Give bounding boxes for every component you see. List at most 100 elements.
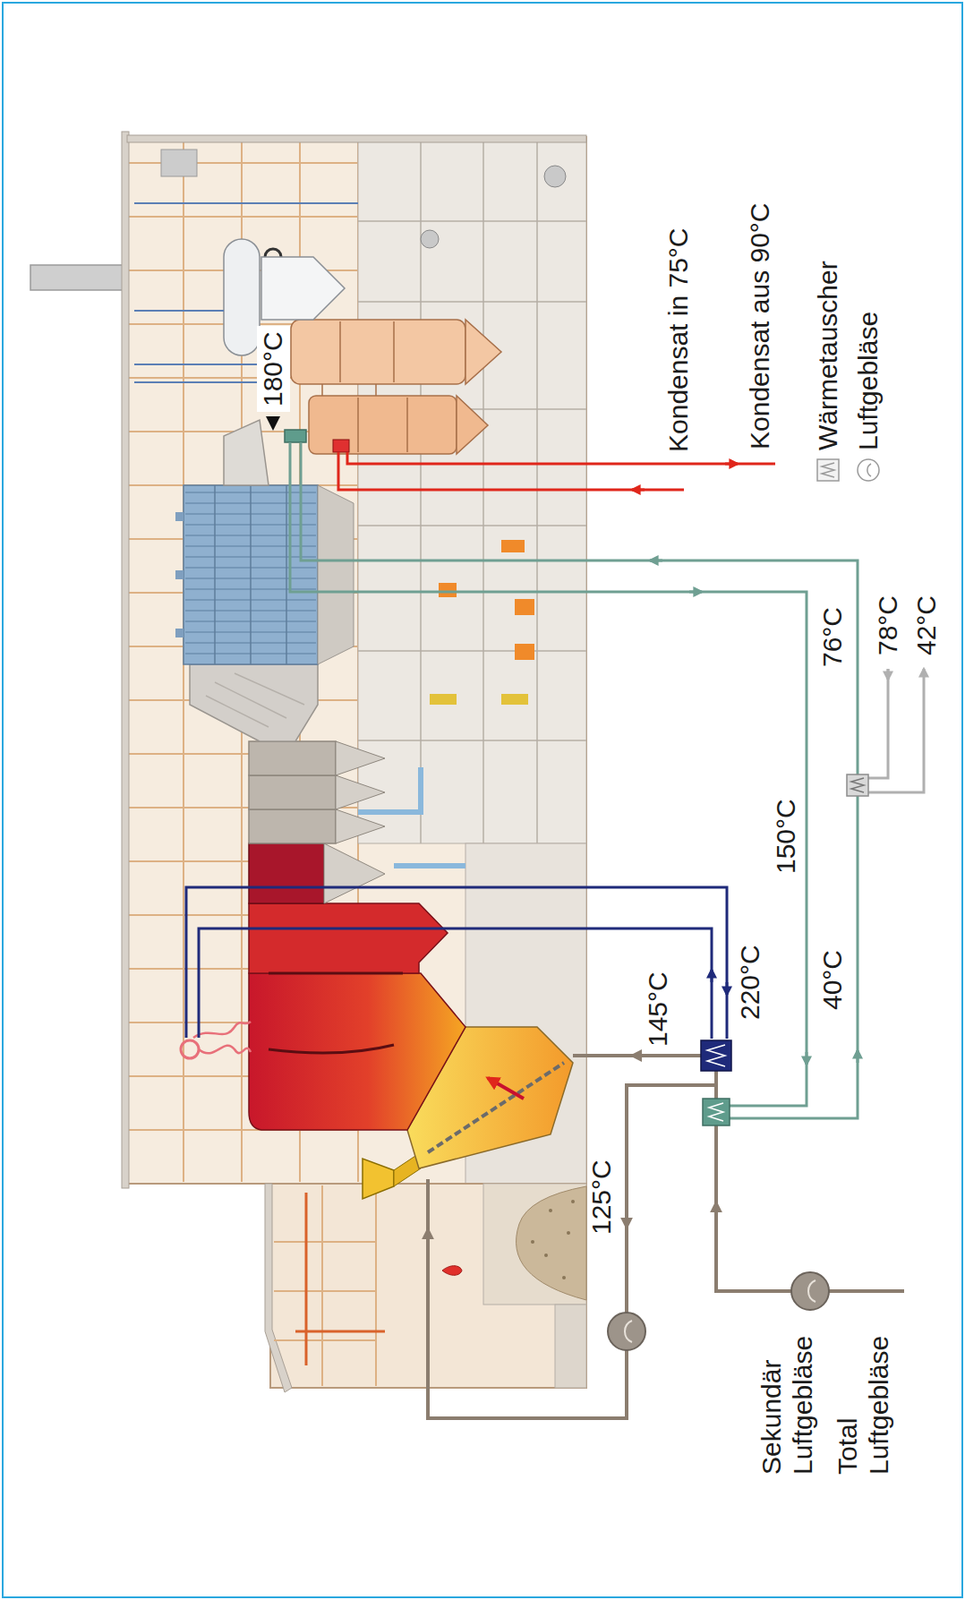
condensate-pipes [338, 452, 684, 490]
heat-exchanger [708, 1102, 724, 1121]
legend-symbol [817, 459, 839, 481]
legend-symbol [857, 459, 880, 481]
building [273, 1185, 376, 1386]
boiler [324, 843, 385, 904]
heat-exchanger [846, 774, 869, 796]
boiler [248, 809, 336, 844]
building [483, 1183, 587, 1305]
stream-label: Kondensat in 75°C [663, 227, 695, 453]
plant-equipment [358, 767, 466, 866]
flue-gas-cleaning [134, 203, 359, 383]
building [358, 140, 587, 844]
plant-equipment [161, 149, 566, 866]
air-ducts [427, 1055, 905, 1418]
air-ducts [426, 1229, 430, 1242]
flue-gas-cleaning [265, 416, 281, 431]
water-circuit-pipes [649, 559, 663, 563]
building [30, 131, 587, 1392]
water-circuit-pipes [689, 590, 702, 594]
flue-gas-cleaning [189, 664, 318, 742]
plant-equipment [420, 230, 439, 248]
boiler [248, 973, 466, 1130]
air-fan [607, 1312, 646, 1350]
boiler [193, 1021, 251, 1053]
air-ducts [828, 1289, 905, 1293]
building [127, 135, 587, 143]
building [516, 1186, 587, 1300]
external-heat-pipes [868, 668, 889, 778]
building [555, 1304, 587, 1388]
condensate-pipes [725, 462, 738, 466]
legend-text: Wärmetauscher [812, 260, 845, 451]
flue-gas-cleaning [261, 256, 345, 320]
building [544, 1253, 548, 1257]
external-heat-pipes [868, 668, 924, 793]
flue-gas-cleaning [175, 512, 184, 521]
air-ducts [716, 1125, 792, 1291]
building [358, 140, 587, 844]
air-fan [791, 1272, 829, 1310]
temperature-label: 145°C [642, 971, 675, 1047]
boiler [427, 1062, 564, 1153]
legend-text: Luftgebläse [853, 311, 885, 451]
building [571, 1199, 575, 1204]
building [548, 1208, 553, 1213]
external-heat-pipes [887, 668, 890, 680]
boiler [248, 903, 448, 974]
plant-equipment [429, 693, 457, 705]
flue-gas-cleaning [290, 319, 466, 385]
temperature-label: 40°C [817, 949, 849, 1010]
heat-exchanger [700, 774, 869, 1126]
boiler [487, 1077, 524, 1099]
water-circuit-pipes [290, 442, 858, 1119]
air-fan [624, 1320, 632, 1342]
flue-gas-cleaning [183, 485, 318, 665]
plant-equipment [544, 165, 566, 188]
temperature-label: 76°C [817, 606, 849, 667]
water-circuit-pipes [856, 1050, 860, 1063]
condensate-pipes [631, 488, 645, 492]
heat-exchanger [851, 777, 864, 793]
flue-gas-cleaning [333, 439, 350, 453]
temperature-label: 220°C [734, 944, 767, 1020]
plant-equipment [438, 582, 457, 598]
air-ducts [714, 1202, 718, 1215]
air-fan [808, 1280, 816, 1302]
building [566, 1230, 571, 1235]
legend-symbol [817, 459, 839, 481]
boiler [335, 741, 385, 844]
boiler [180, 1040, 199, 1059]
plant-equipment [501, 539, 525, 553]
external-heat-pipes [868, 668, 924, 793]
condensate-pipes [338, 452, 776, 490]
legend-symbols [817, 459, 880, 481]
fan-label: Total Luftgebläse [832, 1317, 895, 1475]
steam-pipes [710, 969, 714, 983]
flue-gas-cleaning [284, 429, 307, 443]
boiler [180, 741, 573, 1199]
building [127, 136, 587, 1184]
heat-exchanger [702, 1098, 730, 1126]
stream-label: Kondensat aus 90°C [744, 202, 777, 450]
plant-equipment [514, 643, 535, 660]
legend-symbol [857, 459, 880, 481]
flue-gas-cleaning [134, 203, 502, 742]
flue-gas-cleaning [223, 239, 260, 356]
boiler [362, 1158, 394, 1199]
building [562, 1275, 566, 1280]
boiler [248, 775, 336, 810]
flue-gas-cleaning [175, 628, 184, 638]
legend-symbol [821, 462, 835, 478]
boiler [248, 741, 336, 776]
water-circuit-pipes [805, 1051, 809, 1065]
plant-equipment [161, 149, 197, 177]
air-ducts [572, 1053, 701, 1058]
steam-pipes [725, 982, 729, 995]
flue-gas-cleaning [322, 321, 394, 396]
boiler [248, 843, 325, 904]
legend-symbol [867, 463, 872, 477]
steam-pipes [198, 928, 712, 1039]
flue-gas-cleaning [205, 673, 305, 727]
flue-gas-cleaning [214, 485, 287, 665]
